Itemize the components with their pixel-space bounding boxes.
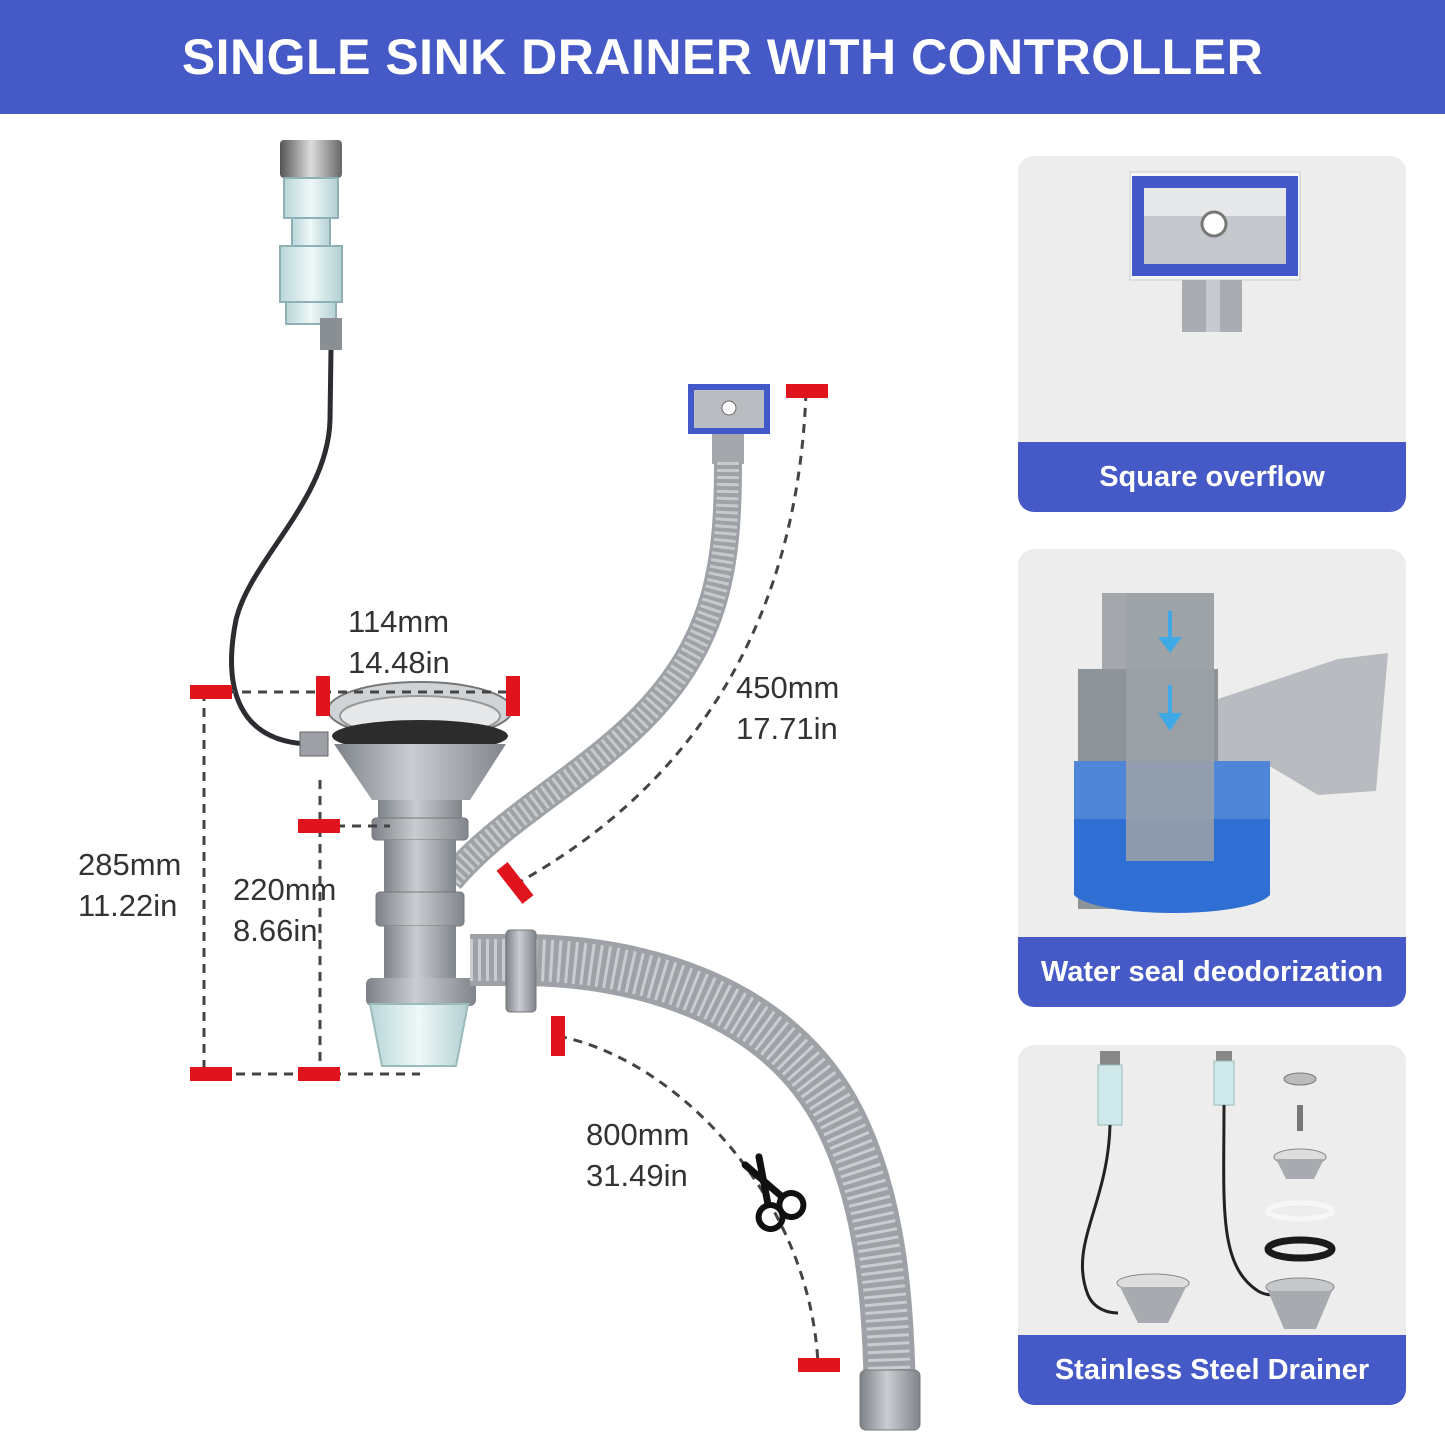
water-seal-illustration: [1074, 593, 1388, 913]
dim-drain-hose-mm: 800mm: [586, 1117, 690, 1152]
dim-drain-hose: 800mm 31.49in: [586, 1114, 689, 1196]
page-title: SINGLE SINK DRAINER WITH CONTROLLER: [181, 29, 1264, 85]
dim-width-top-mm: 114mm: [348, 604, 450, 639]
dim-trap-height: 220mm 8.66in: [233, 869, 336, 951]
feature-label: Water seal deodorization: [1018, 937, 1406, 1007]
header-banner: SINGLE SINK DRAINER WITH CONTROLLER: [0, 0, 1445, 114]
dim-drain-hose-in: 31.49in: [586, 1158, 688, 1193]
control-cable: [229, 349, 334, 747]
feature-card-stainless-drainer: Stainless Steel Drainer: [1018, 1045, 1406, 1405]
dim-overflow-hose-mm: 450mm: [736, 670, 840, 705]
dim-total-height: 285mm 11.22in: [78, 844, 181, 926]
stainless-drainer-illustration: [1080, 1051, 1336, 1329]
feature-card-water-seal: Water seal deodorization: [1018, 549, 1406, 1007]
dim-total-height-in: 11.22in: [78, 888, 178, 923]
red-markers: [190, 384, 840, 1372]
scissors-icon: [741, 1153, 807, 1233]
basket-strainer: [327, 681, 513, 1067]
dim-trap-height-in: 8.66in: [233, 913, 318, 948]
feature-label: Stainless Steel Drainer: [1018, 1335, 1406, 1405]
dim-total-height-mm: 285mm: [78, 847, 182, 882]
dim-width-top-in: 14.48in: [348, 645, 450, 680]
square-overflow-head: [688, 384, 770, 464]
dim-overflow-hose-in: 17.71in: [736, 711, 838, 746]
overflow-hose: [439, 461, 742, 890]
dim-overflow-hose: 450mm 17.71in: [736, 667, 839, 749]
controller-knob: [279, 140, 343, 350]
feature-card-square-overflow: Square overflow: [1018, 156, 1406, 512]
dimension-lines: [202, 391, 820, 1365]
dim-width-top: 114mm 14.48in: [348, 601, 450, 683]
drainer-diagram: [190, 140, 921, 1431]
square-overflow-illustration: [1129, 171, 1301, 332]
feature-label: Square overflow: [1018, 442, 1406, 512]
dim-trap-height-mm: 220mm: [233, 872, 337, 907]
